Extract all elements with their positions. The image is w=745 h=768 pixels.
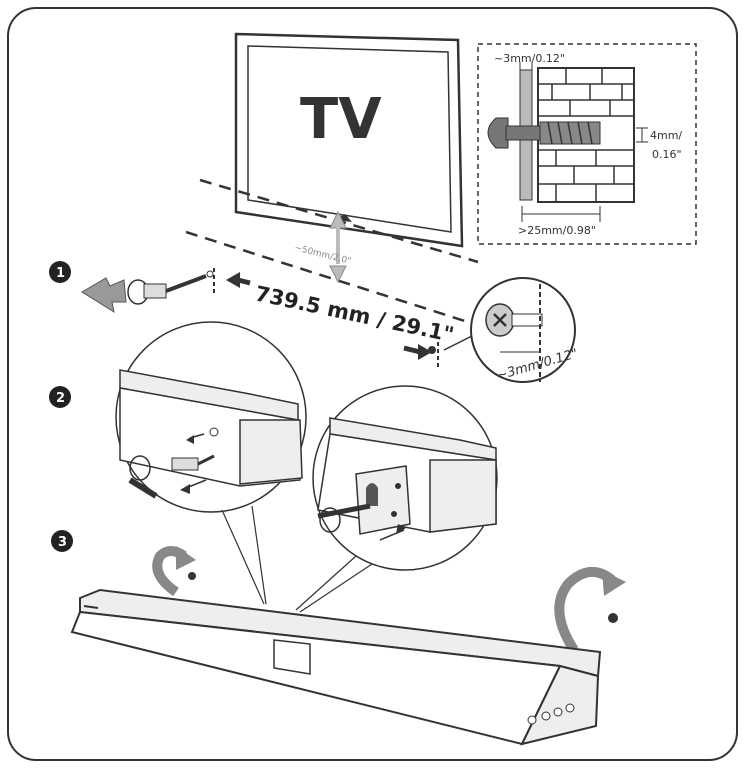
- rotate-arrow-right: [554, 567, 626, 653]
- drill-illustration: [81, 268, 215, 314]
- width-dimension: [226, 272, 439, 370]
- svg-text:3: 3: [58, 535, 67, 550]
- inset-side-label-2: 0.16": [652, 148, 682, 161]
- rotate-arrow-left: [152, 546, 196, 597]
- screw-detail: ~3mm/0.12": [443, 277, 580, 384]
- svg-text:1: 1: [56, 266, 65, 281]
- zoom-circle-screw-insert: [115, 321, 307, 513]
- gap-arrow: [329, 210, 347, 284]
- inset-side-label-1: 4mm/: [650, 129, 682, 142]
- step-2-marker: 2: [49, 386, 71, 408]
- zoom-connectors: [221, 505, 373, 613]
- wall-anchor-inset: ~3mm/0.12" 4mm/ 0.16" >25mm/0.98": [477, 43, 697, 245]
- step-3-marker: 3: [51, 530, 73, 552]
- tv-illustration: TV: [234, 32, 464, 248]
- inset-bottom-label: >25mm/0.98": [518, 224, 596, 237]
- svg-text:2: 2: [56, 391, 65, 406]
- inset-top-label: ~3mm/0.12": [494, 52, 565, 65]
- tv-label: TV: [300, 87, 382, 152]
- step-1-marker: 1: [49, 261, 71, 283]
- zoom-circle-bracket: [312, 385, 498, 571]
- soundbar-illustration: [70, 588, 602, 746]
